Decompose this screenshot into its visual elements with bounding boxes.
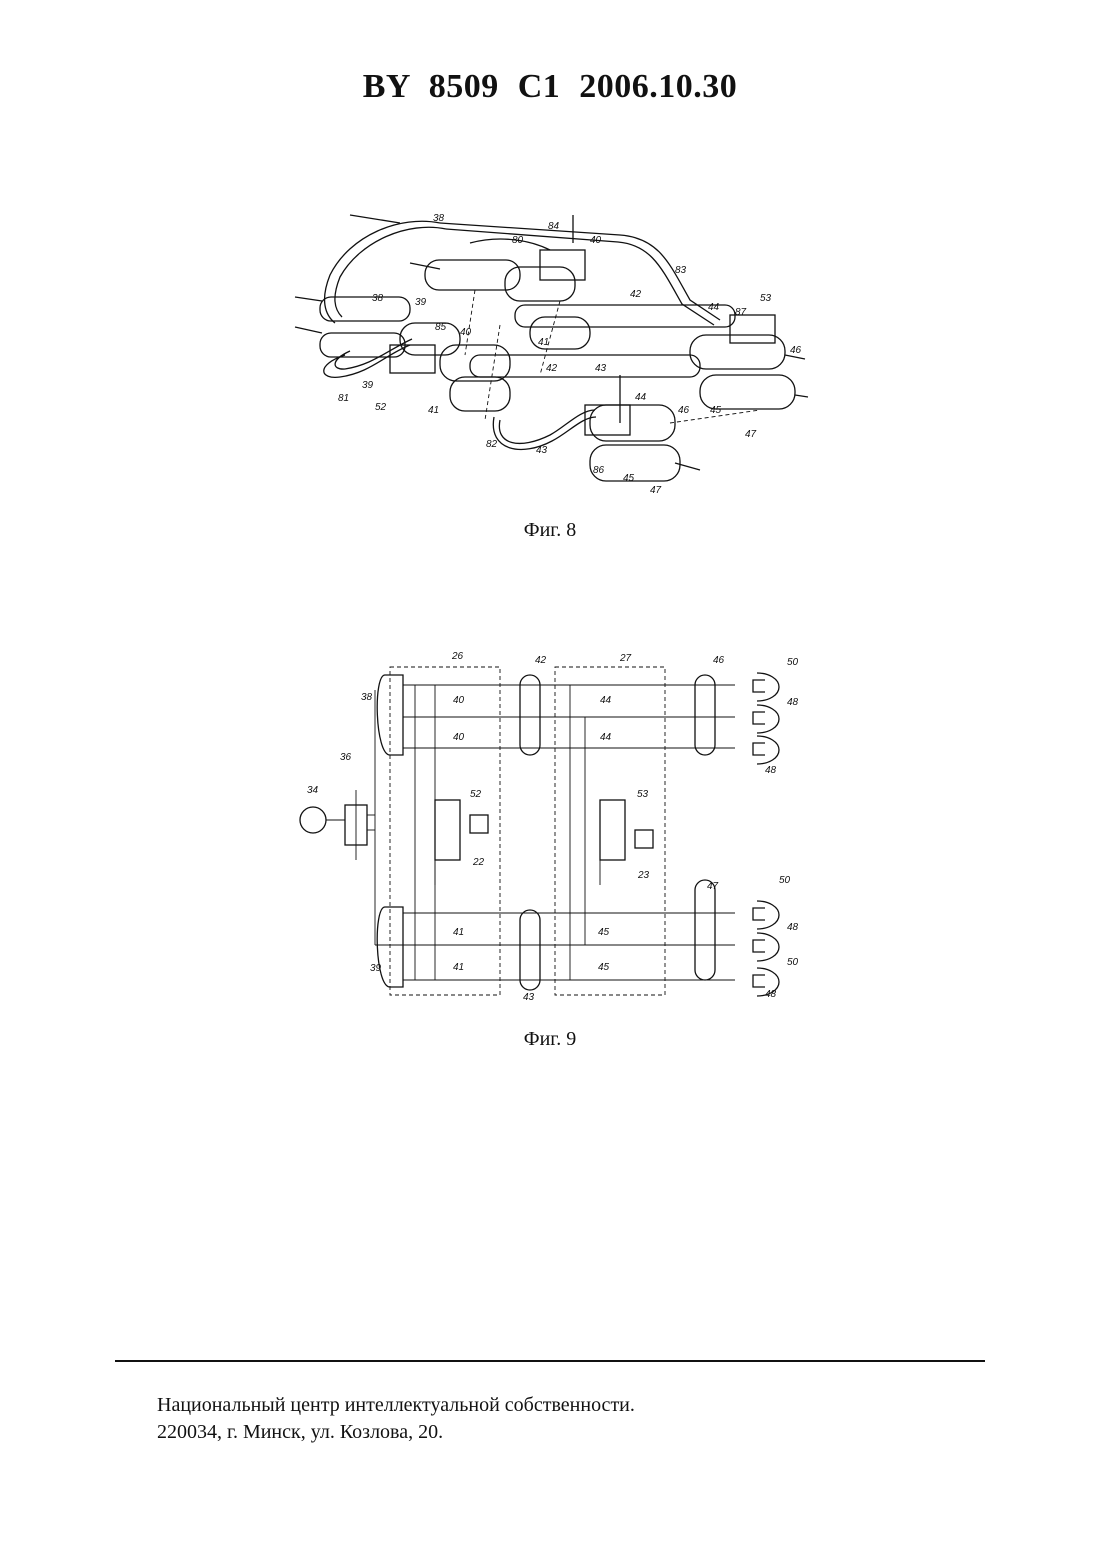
- fig9-label: 48: [787, 922, 799, 933]
- fig9-label: 48: [765, 765, 777, 776]
- fig8-label: 82: [486, 439, 498, 450]
- fig9-label: 43: [523, 992, 535, 1000]
- fig8-label: 81: [338, 393, 349, 404]
- fig9-label: 41: [453, 927, 464, 938]
- fig8-label: 44: [708, 302, 720, 313]
- fig9-label: 50: [787, 957, 799, 968]
- fig8-label: 42: [546, 363, 558, 374]
- fig8-label: 47: [745, 429, 757, 440]
- fig9-label: 45: [598, 962, 610, 973]
- fig8-label: 39: [362, 380, 374, 391]
- fig8-label: 45: [710, 405, 722, 416]
- fig8-label: 85: [435, 322, 447, 333]
- figure-8-drawing: 38 80 84 40 83 53 87 44 46 42 39 38 85 4…: [290, 205, 810, 495]
- fig9-label: 48: [765, 989, 777, 1000]
- footer-divider: [115, 1360, 985, 1362]
- fig9-label: 52: [470, 789, 482, 800]
- fig9-label: 40: [453, 695, 465, 706]
- fig9-label: 48: [787, 697, 799, 708]
- fig8-label: 41: [538, 337, 549, 348]
- fig9-label: 42: [535, 655, 547, 666]
- fig9-label: 47: [707, 881, 719, 892]
- patent-header: BY 8509 C1 2006.10.30: [0, 68, 1100, 106]
- fig8-label: 80: [512, 235, 524, 246]
- fig8-label: 43: [536, 445, 548, 456]
- fig8-label: 47: [650, 485, 662, 495]
- fig9-label: 45: [598, 927, 610, 938]
- fig8-label: 40: [460, 327, 472, 338]
- fig9-label: 44: [600, 695, 612, 706]
- fig9-label: 41: [453, 962, 464, 973]
- fig9-label: 50: [779, 875, 791, 886]
- fig8-label: 86: [593, 465, 605, 476]
- fig9-label: 23: [637, 870, 650, 881]
- figure-9-caption: Фиг. 9: [0, 1028, 1100, 1051]
- fig8-label: 41: [428, 405, 439, 416]
- fig8-label: 46: [678, 405, 690, 416]
- fig9-label: 38: [361, 692, 373, 703]
- fig9-label: 36: [340, 752, 352, 763]
- footer-address: Национальный центр интеллектуальной собс…: [157, 1392, 635, 1446]
- figure-8-caption: Фиг. 8: [0, 519, 1100, 542]
- fig8-label: 87: [735, 307, 747, 318]
- fig8-label: 45: [623, 473, 635, 484]
- fig9-label: 39: [370, 963, 382, 974]
- fig8-label: 43: [595, 363, 607, 374]
- figure-9-schematic: 26 42 27 46 50 48 38 40 44 40 44 48 36 3…: [295, 645, 810, 1000]
- fig8-label: 53: [760, 293, 772, 304]
- fig8-label: 38: [433, 213, 445, 224]
- footer-address-line: 220034, г. Минск, ул. Козлова, 20.: [157, 1419, 635, 1446]
- footer-organization: Национальный центр интеллектуальной собс…: [157, 1392, 635, 1419]
- fig8-label: 44: [635, 392, 647, 403]
- fig8-label: 40: [590, 235, 602, 246]
- fig9-label: 53: [637, 789, 649, 800]
- fig9-label: 26: [451, 651, 464, 662]
- fig9-label: 22: [472, 857, 485, 868]
- fig9-label: 34: [307, 785, 319, 796]
- fig9-label: 40: [453, 732, 465, 743]
- fig8-label: 42: [630, 289, 642, 300]
- fig9-label: 44: [600, 732, 612, 743]
- fig9-label: 50: [787, 657, 799, 668]
- fig8-label: 46: [790, 345, 802, 356]
- fig8-label: 84: [548, 221, 560, 232]
- fig9-label: 46: [713, 655, 725, 666]
- fig8-label: 52: [375, 402, 387, 413]
- fig8-label: 39: [415, 297, 427, 308]
- fig9-label: 27: [619, 653, 632, 664]
- fig8-label: 38: [372, 293, 384, 304]
- fig8-label: 83: [675, 265, 687, 276]
